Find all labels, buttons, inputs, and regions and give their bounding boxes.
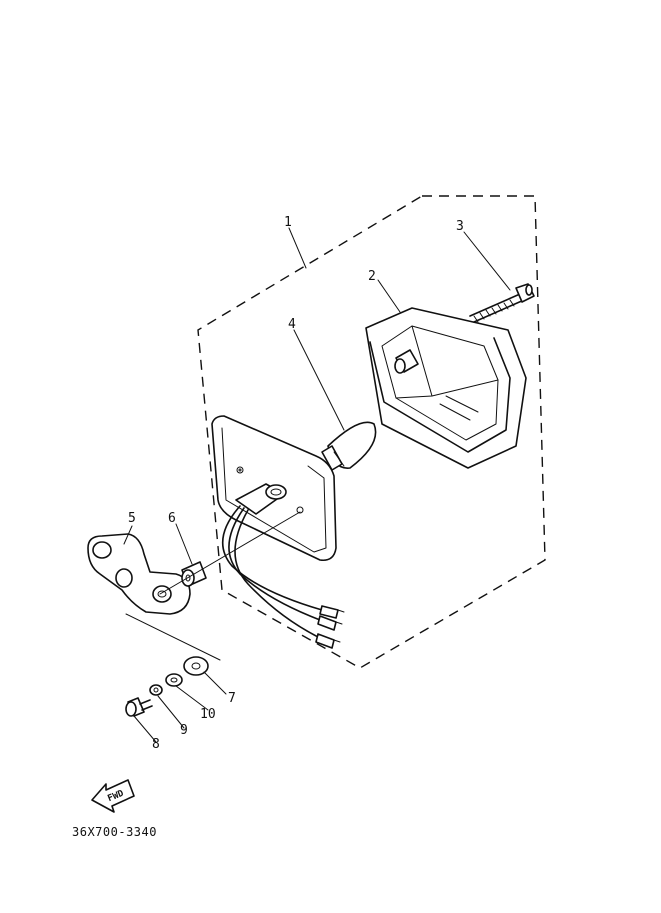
part-bulb: [321, 421, 377, 471]
callout-9: 9: [180, 723, 188, 738]
part-spacer: [181, 561, 207, 587]
assembly-boundary: [197, 195, 546, 669]
callout-7: 7: [228, 691, 236, 706]
drawing-code: 36X700-3340: [72, 825, 157, 839]
part-bracket: [87, 533, 191, 615]
callout-3: 3: [456, 219, 464, 234]
callout-10: 10: [200, 707, 216, 722]
leader-lines: [123, 227, 511, 743]
assembly-line: [159, 511, 301, 595]
part-long-screw: [469, 283, 535, 323]
callout-1: 1: [284, 215, 292, 230]
part-washer-large: [183, 656, 209, 676]
callout-8: 8: [152, 737, 160, 752]
callout-4: 4: [288, 317, 296, 332]
forward-arrow-icon: FWD: [91, 779, 135, 813]
part-bolt: [125, 697, 153, 717]
callout-2: 2: [368, 269, 376, 284]
part-base-plate: [211, 415, 337, 562]
part-washer-small: [165, 673, 183, 687]
part-lock-washer: [149, 684, 163, 696]
assembly-line-lower: [125, 613, 221, 661]
part-wiring: [221, 505, 345, 649]
part-lens-housing: [365, 307, 527, 469]
callout-6: 6: [168, 511, 176, 526]
callout-5: 5: [128, 511, 136, 526]
